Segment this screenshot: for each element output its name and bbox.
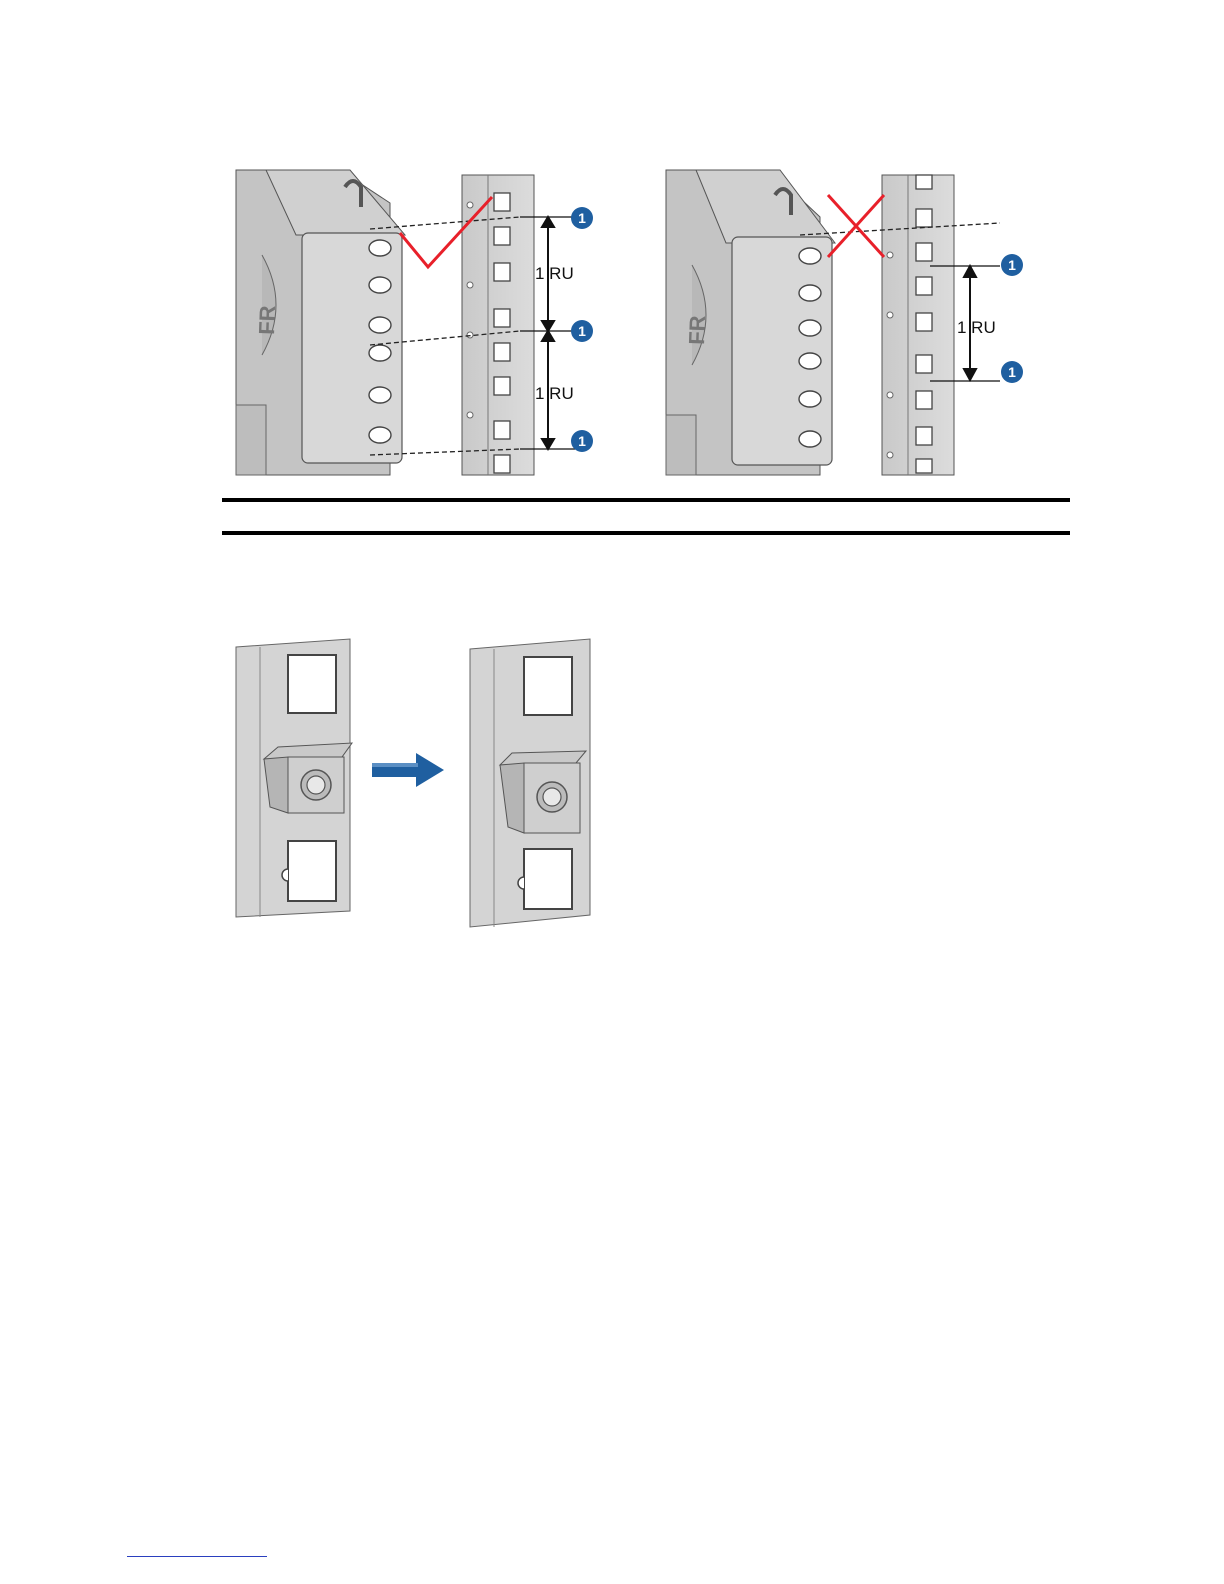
right-arrow-icon — [372, 753, 444, 787]
callout-badge: 1 — [571, 320, 593, 342]
floating-nut-installation-figure — [230, 635, 600, 935]
svg-text:1: 1 — [578, 210, 586, 226]
ru-label: 1 RU — [957, 318, 996, 337]
footer-link-underline — [127, 1556, 267, 1557]
rack-unit-alignment-figure: FR — [230, 165, 1030, 485]
ru-label: 1 RU — [535, 384, 574, 403]
svg-text:1: 1 — [578, 433, 586, 449]
cross-mark-icon — [828, 195, 884, 257]
rail-after — [470, 639, 590, 927]
svg-text:1: 1 — [1008, 364, 1016, 380]
incorrect-installation-panel: FR — [666, 170, 1023, 475]
correct-installation-panel: FR — [236, 170, 593, 475]
callout-badge: 1 — [571, 207, 593, 229]
bracket-logo: FR — [684, 315, 710, 345]
ru-label: 1 RU — [535, 264, 574, 283]
callout-badge: 1 — [571, 430, 593, 452]
callout-badge: 1 — [1001, 254, 1023, 276]
section-rule-bottom — [222, 531, 1070, 535]
section-rule-top — [222, 498, 1070, 502]
svg-text:1: 1 — [1008, 257, 1016, 273]
rail-before — [236, 639, 352, 917]
svg-text:1: 1 — [578, 323, 586, 339]
callout-badge: 1 — [1001, 361, 1023, 383]
bracket-logo: FR — [254, 305, 280, 335]
